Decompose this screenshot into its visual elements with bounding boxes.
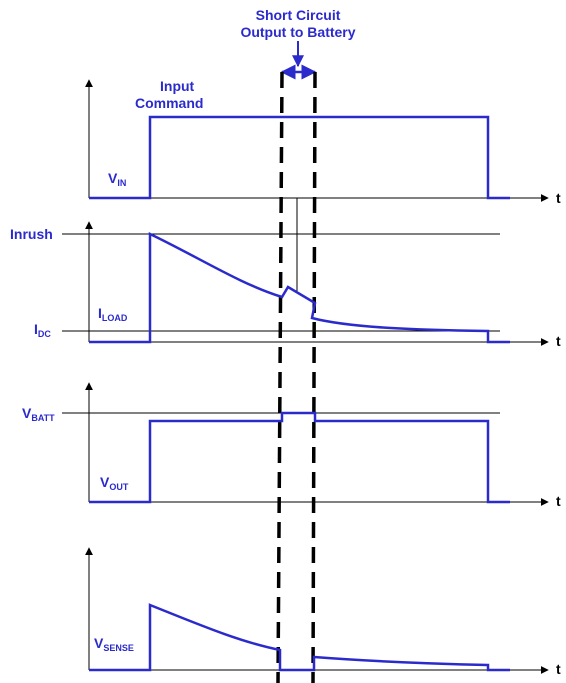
vsense-label: VSENSE (94, 635, 134, 653)
dashed-line-left (276, 71, 284, 683)
iload-label: ILOAD (98, 305, 128, 323)
vsense-time-label: t (556, 661, 561, 677)
vin-label: VIN (108, 170, 126, 188)
input-command-line2: Command (135, 95, 203, 111)
inrush-label: Inrush (10, 226, 53, 242)
input-command-line1: Input (160, 78, 195, 94)
vin-trace (89, 115, 510, 200)
iload-time-label: t (556, 333, 561, 349)
dashed-line-right (311, 71, 317, 683)
vsense-trace (89, 603, 510, 672)
idc-label: IDC (34, 321, 51, 339)
short-circuit-label-line2: Output to Battery (240, 24, 355, 40)
vout-time-label: t (556, 493, 561, 509)
vout-trace (89, 411, 510, 504)
vout-label: VOUT (100, 474, 129, 492)
iload-trace (89, 232, 510, 344)
short-circuit-label-line1: Short Circuit (256, 7, 341, 23)
vin-time-label: t (556, 190, 561, 206)
vbatt-label: VBATT (22, 405, 55, 423)
